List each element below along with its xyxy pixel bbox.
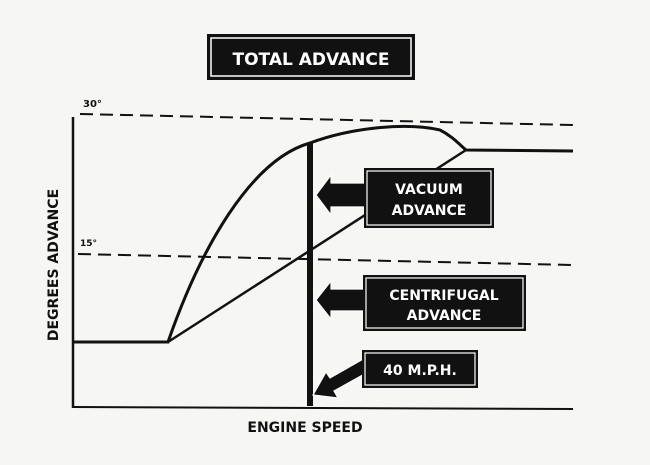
centrifugal-advance-callout: CENTRIFUGAL ADVANCE — [315, 275, 526, 331]
svg-text:ADVANCE: ADVANCE — [407, 308, 482, 324]
arrow-left-icon — [315, 279, 366, 321]
title-box: TOTAL ADVANCE — [207, 34, 415, 80]
reference-line-15 — [77, 253, 574, 266]
title-text: TOTAL ADVANCE — [233, 50, 390, 70]
svg-text:CENTRIFUGAL: CENTRIFUGAL — [389, 288, 498, 304]
y-tick-15: 15° — [80, 239, 97, 249]
arrow-left-icon — [315, 173, 366, 217]
total-advance-curve — [73, 124, 574, 344]
svg-text:VACUUM: VACUUM — [395, 182, 463, 198]
reference-line-30 — [79, 113, 574, 126]
speed-callout: 40 M.P.H. — [312, 350, 478, 399]
x-axis — [72, 406, 574, 410]
arrow-down-left-icon — [312, 357, 369, 399]
x-axis-label: ENGINE SPEED — [247, 420, 362, 436]
svg-text:ADVANCE: ADVANCE — [392, 203, 467, 219]
y-axis-label: DEGREES ADVANCE — [46, 189, 62, 341]
vacuum-advance-callout: VACUUM ADVANCE — [315, 168, 494, 228]
y-tick-30: 30° — [83, 99, 102, 110]
svg-text:40 M.P.H.: 40 M.P.H. — [383, 363, 457, 379]
